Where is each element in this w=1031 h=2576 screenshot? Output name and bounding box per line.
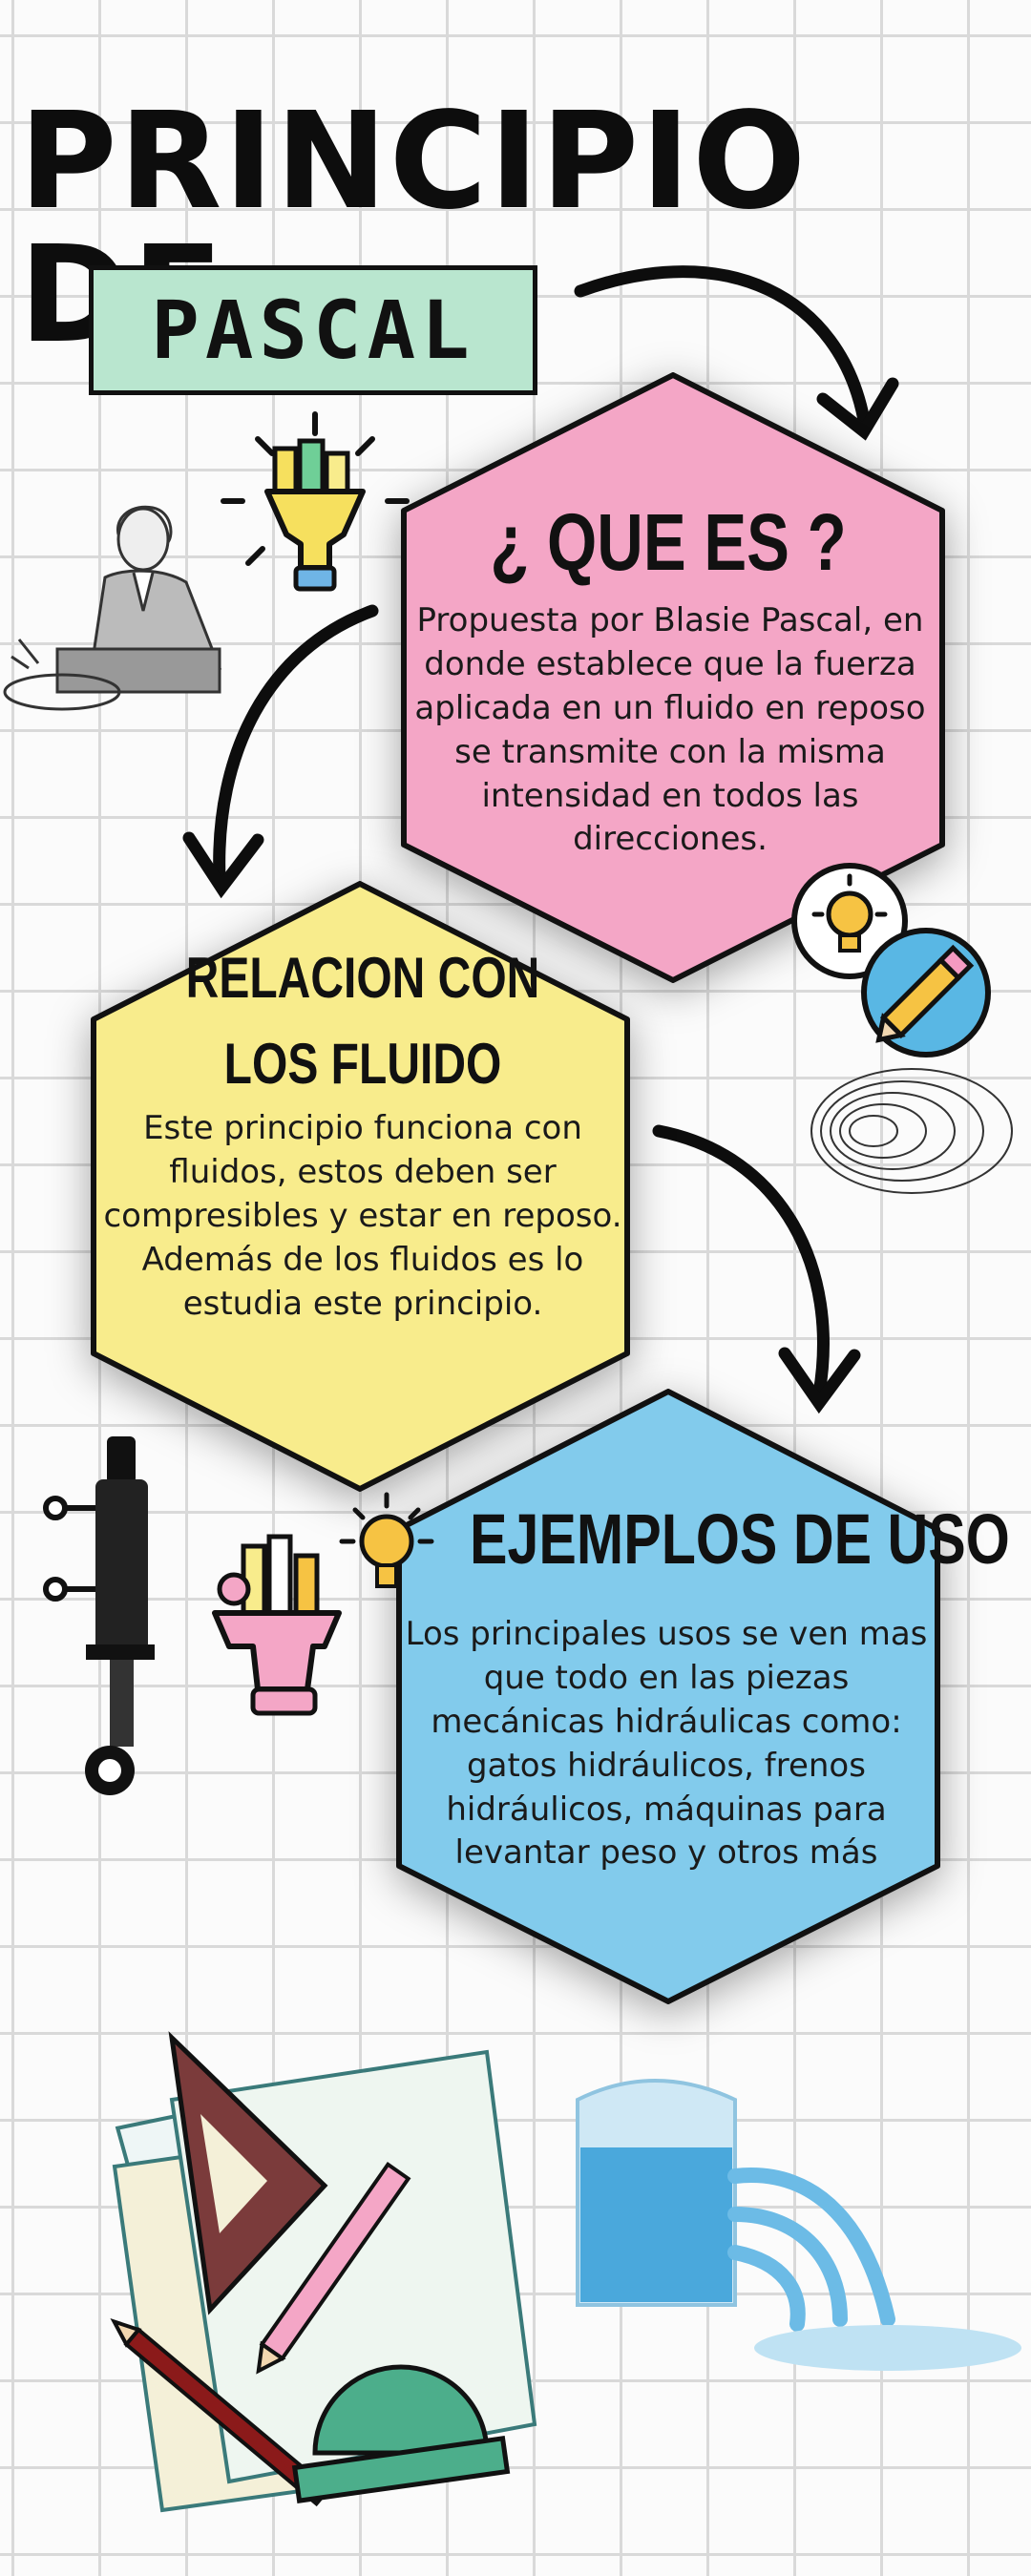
water-tank-illustration — [576, 2079, 1021, 2371]
section-body-ejemplos: Los principales usos se ven mas que todo… — [405, 1615, 928, 1873]
pencil-cup-icon — [212, 1534, 342, 1716]
section-body-que-es: Propuesta por Blasie Pascal, en donde es… — [414, 601, 926, 859]
arrow-title-to-hex1 — [574, 265, 871, 427]
hydraulic-cylinder-icon — [43, 1436, 155, 1795]
arrowhead-1 — [816, 377, 899, 441]
section-body-relacion: Este principio funciona con fluidos, est… — [103, 1109, 622, 1323]
arrow-hex2-to-hex3 — [652, 1124, 830, 1400]
section-title-relacion-line2: LOS FLUIDO — [223, 1032, 502, 1096]
lightbulb-small-icon — [339, 1492, 434, 1588]
pascal-portrait-illustration — [3, 505, 222, 711]
section-title-que-es: ¿ QUE ES ? — [490, 497, 847, 587]
section-title-relacion-line1: RELACION CON — [185, 946, 540, 1010]
drafting-tools-illustration — [110, 2031, 537, 2513]
arrow-hex1-to-hex2 — [213, 604, 379, 885]
lightbulb-icon — [791, 863, 908, 979]
spiral-doodle — [810, 1068, 1013, 1194]
arrowhead-2 — [182, 831, 264, 899]
subtitle-text: PASCAL — [151, 283, 475, 377]
hexagon-relacion — [91, 881, 630, 1492]
arrowhead-3 — [778, 1347, 861, 1414]
hexagon-que-es — [401, 372, 945, 983]
subtitle-box: PASCAL — [89, 265, 537, 395]
pencil-icon — [861, 928, 991, 1058]
section-title-ejemplos: EJEMPLOS DE USO — [470, 1499, 1010, 1579]
funnel-lightbulb-icon — [221, 411, 410, 592]
